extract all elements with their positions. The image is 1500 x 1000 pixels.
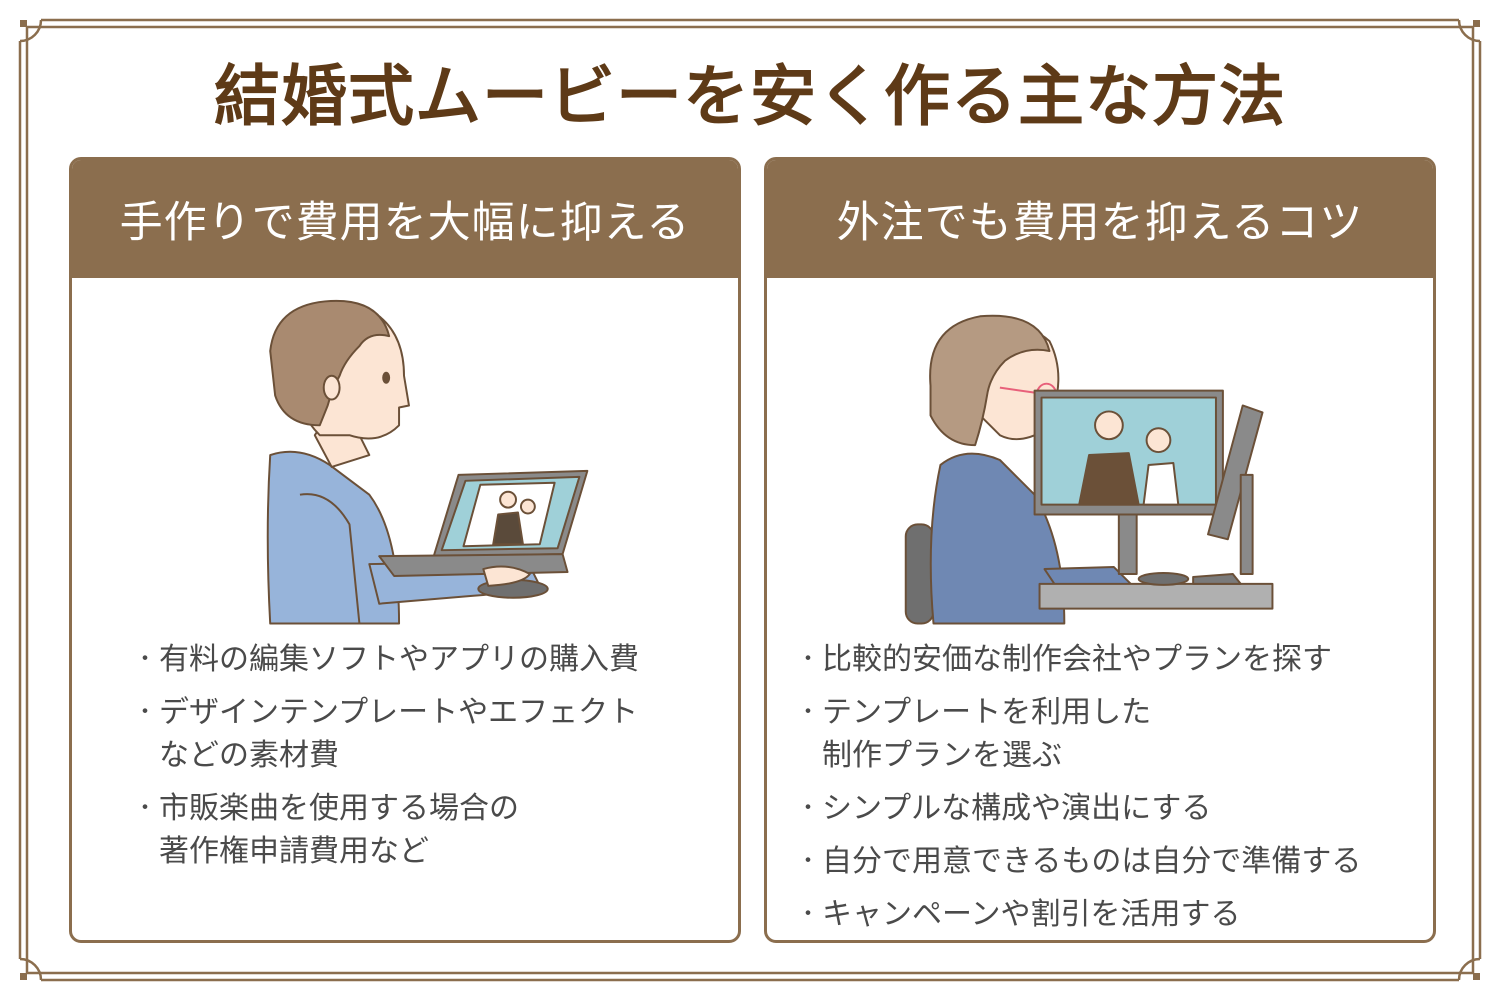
list-item: ・デザインテンプレートやエフェクトなどの素材費	[132, 691, 728, 777]
list-item: ・シンプルな構成や演出にする	[795, 787, 1423, 830]
list-item: ・比較的安価な制作会社やプランを探す	[795, 638, 1423, 681]
bullet-icon: ・	[797, 796, 820, 821]
bullet-icon: ・	[134, 647, 157, 672]
card-outsource: 外注でも費用を抑えるコツ	[764, 157, 1436, 943]
list-item: ・市販楽曲を使用する場合の著作権申請費用など	[132, 787, 728, 873]
list-item: ・キャンペーンや割引を活用する	[795, 893, 1423, 936]
bullet-icon: ・	[134, 700, 157, 725]
list-item: ・自分で用意できるものは自分で準備する	[795, 840, 1423, 883]
list-item: ・有料の編集ソフトやアプリの購入費	[132, 638, 728, 681]
page-title: 結婚式ムービーを安く作る主な方法	[214, 58, 1286, 135]
card-diy: 手作りで費用を大幅に抑える	[69, 157, 741, 943]
card-header: 手作りで費用を大幅に抑える	[72, 160, 738, 278]
bullet-icon: ・	[797, 849, 820, 874]
bullet-icon: ・	[797, 700, 820, 725]
woman-monitor-illustration	[904, 314, 1274, 625]
bullet-icon: ・	[797, 902, 820, 927]
bullet-icon: ・	[134, 796, 157, 821]
diy-cost-list: ・有料の編集ソフトやアプリの購入費 ・デザインテンプレートやエフェクトなどの素材…	[132, 638, 728, 883]
man-laptop-illustration	[266, 299, 589, 625]
outsource-tips-list: ・比較的安価な制作会社やプランを探す ・テンプレートを利用した制作プランを選ぶ …	[795, 638, 1423, 940]
card-header: 外注でも費用を抑えるコツ	[767, 160, 1433, 278]
list-item: ・テンプレートを利用した制作プランを選ぶ	[795, 691, 1423, 777]
bullet-icon: ・	[797, 647, 820, 672]
